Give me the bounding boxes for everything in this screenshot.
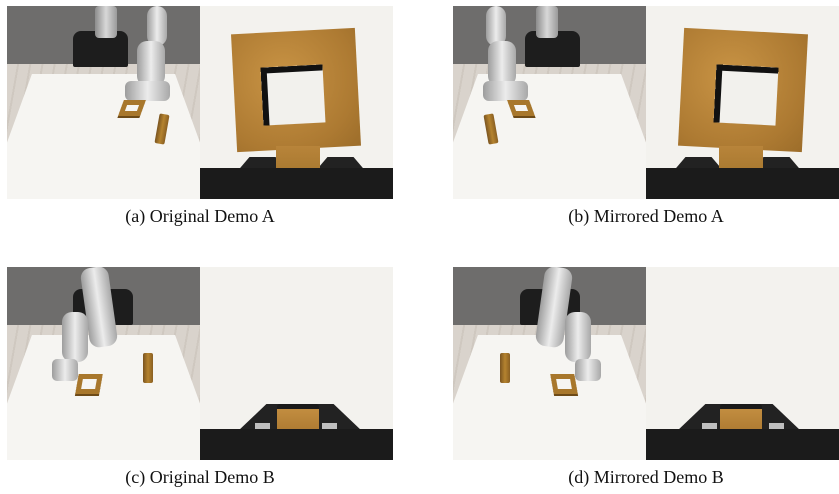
gripper-bar <box>200 168 393 199</box>
robot-gripper <box>575 359 601 381</box>
panel-a: (a) Original Demo A <box>7 6 393 236</box>
wooden-peg <box>143 353 153 383</box>
frame-hole <box>713 64 779 126</box>
third-person-view <box>453 6 646 199</box>
gripper-pad-right <box>322 423 337 430</box>
robot-arm-wrist <box>137 41 165 86</box>
panel-d: (d) Mirrored Demo B <box>453 267 839 494</box>
wrist-camera-view <box>646 6 839 199</box>
robot-arm-wrist <box>565 312 591 362</box>
gripper-finger-right <box>754 156 799 169</box>
gripper-pad-right <box>769 423 784 430</box>
robot-gripper <box>125 81 170 101</box>
robot-arm-link <box>486 6 506 46</box>
gripper-bar <box>646 429 839 460</box>
gripper-bar <box>200 429 393 460</box>
gripper-finger-left <box>240 156 285 169</box>
gripper-pad-left <box>702 423 717 430</box>
robot-arm-wrist <box>62 312 88 362</box>
robot-arm-link <box>147 6 167 46</box>
wrist-camera-view <box>200 267 393 460</box>
third-person-view <box>453 267 646 460</box>
robot-arm-wrist <box>488 41 516 86</box>
caption-b: (b) Mirrored Demo A <box>568 206 724 226</box>
wrist-camera-view <box>646 267 839 460</box>
robot-gripper <box>52 359 78 381</box>
gripper-finger-left <box>676 156 721 169</box>
caption-a: (a) Original Demo A <box>125 206 275 226</box>
table <box>453 73 646 199</box>
table <box>7 334 200 460</box>
wooden-peg <box>500 353 510 383</box>
panel-b: (b) Mirrored Demo A <box>453 6 839 236</box>
caption-c: (c) Original Demo B <box>125 467 275 487</box>
robot-column <box>95 6 117 38</box>
gripper-pad-left <box>255 423 270 430</box>
gripper-bar <box>646 168 839 199</box>
gripper-finger-right <box>318 156 363 169</box>
square-frame <box>75 374 103 394</box>
table <box>7 73 200 199</box>
robot-gripper <box>483 81 528 101</box>
frame-hole <box>260 64 326 126</box>
robot-column <box>536 6 558 38</box>
square-frame <box>550 374 578 394</box>
caption-d: (d) Mirrored Demo B <box>568 467 724 487</box>
third-person-view <box>7 267 200 460</box>
third-person-view <box>7 6 200 199</box>
panel-c: (c) Original Demo B <box>7 267 393 494</box>
table <box>453 334 646 460</box>
wrist-camera-view <box>200 6 393 199</box>
